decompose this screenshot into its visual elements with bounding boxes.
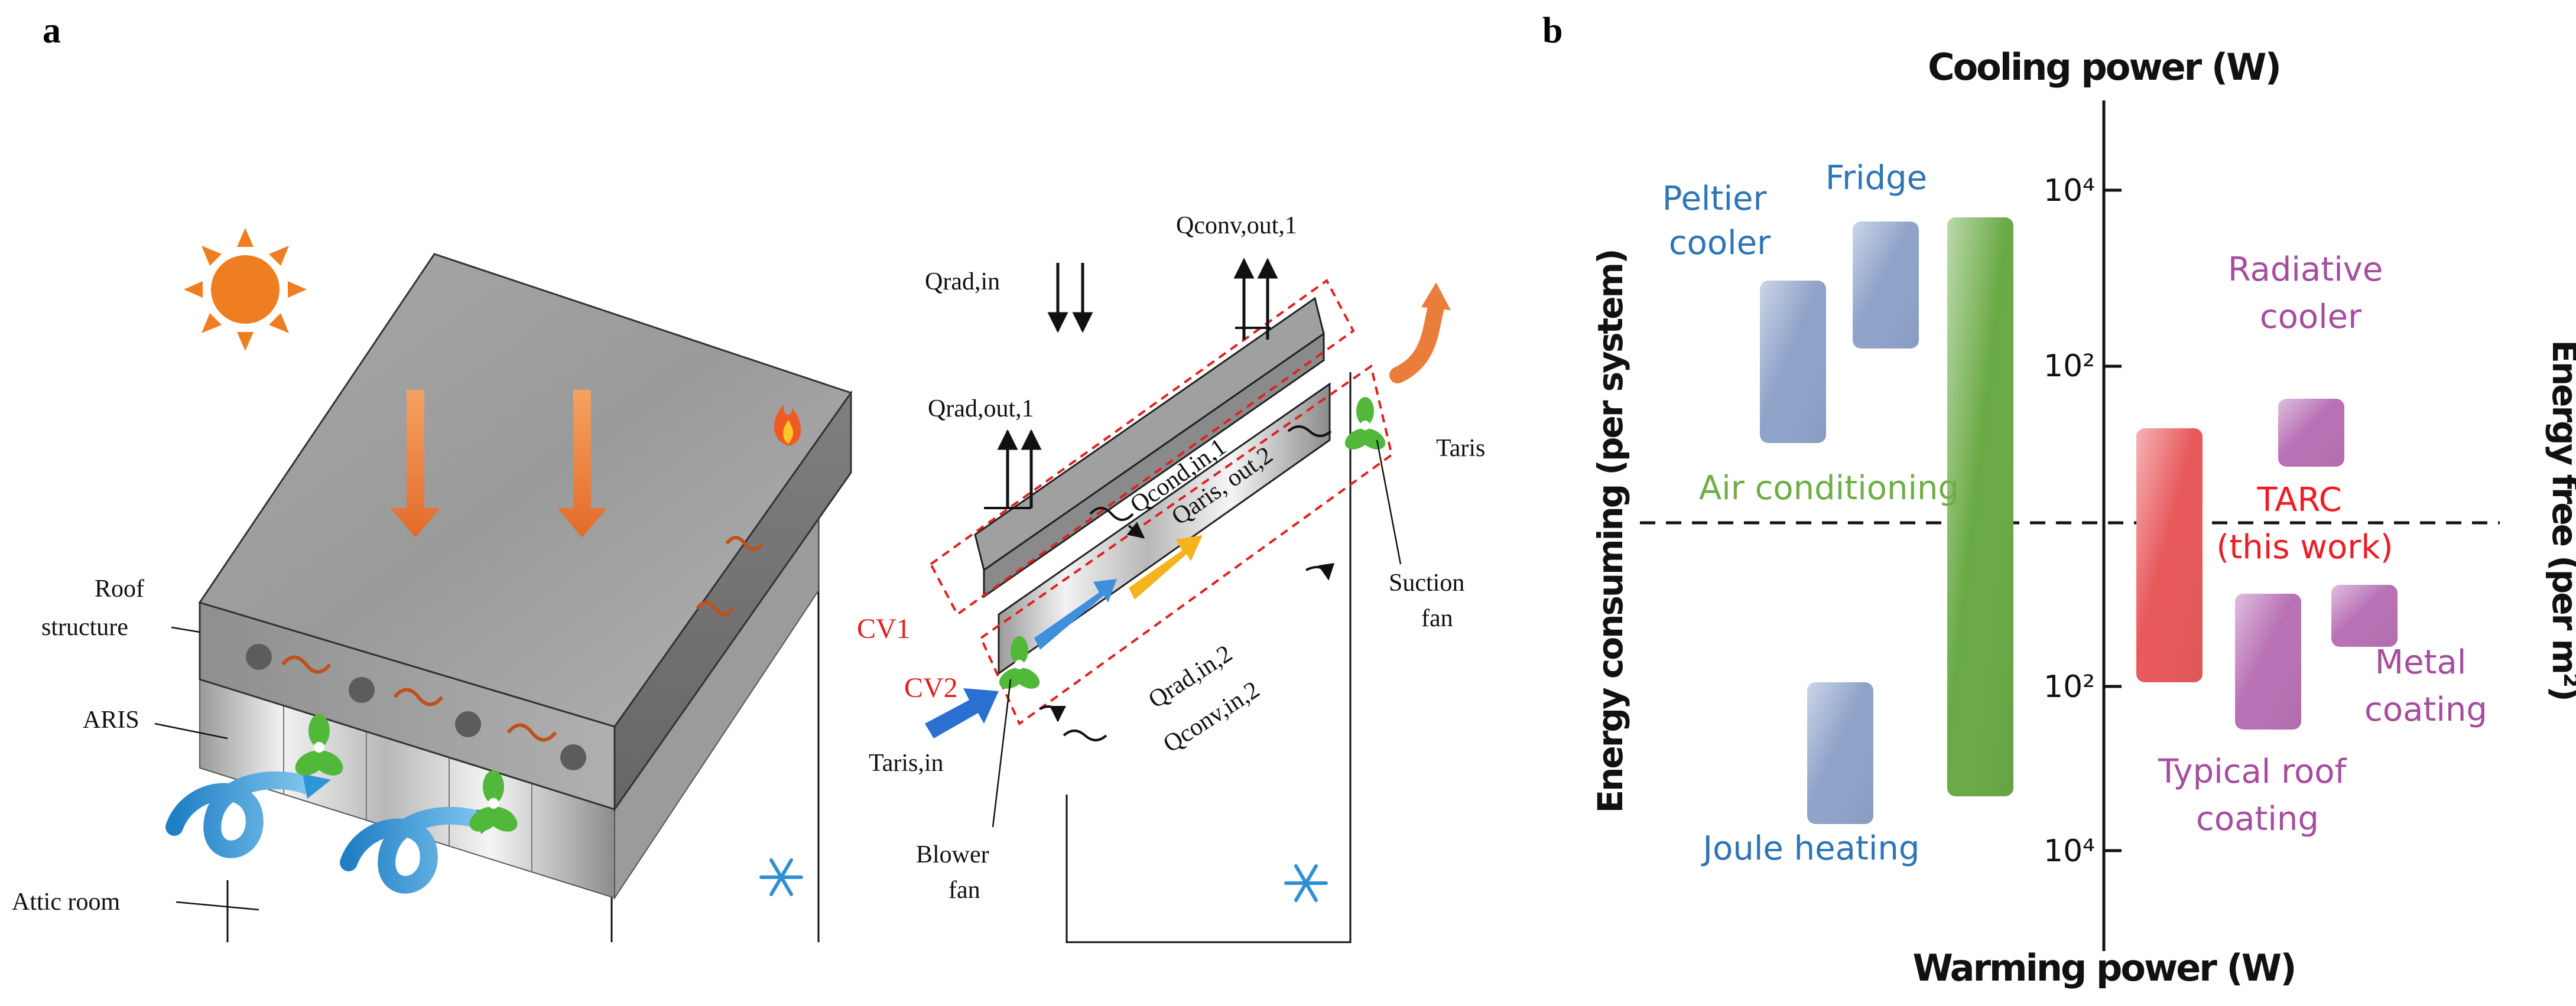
left-axis-title: Energy consuming (per system) <box>1590 250 1630 813</box>
qrad-out-1-label: Qrad,out,1 <box>928 395 1034 422</box>
aris-schematic: Qrad,in Qconv,out,1 Qrad,out,1 Qcond,in,… <box>746 212 1485 943</box>
exhaust-arrow <box>1389 299 1444 383</box>
qconv-out-1-label: Qconv,out,1 <box>1176 212 1297 239</box>
heat-wave-icons <box>281 536 764 742</box>
roof-slab <box>198 253 853 812</box>
tick-upper-1e4: 10⁴ <box>2044 173 2095 209</box>
attic-room-label: Attic room <box>12 888 120 916</box>
bottom-axis-title: Warming power (W) <box>1912 946 2295 989</box>
cv1-label: CV1 <box>857 613 911 644</box>
cv2-box <box>979 364 1393 726</box>
panel-b-label: b <box>1542 11 1563 51</box>
top-axis-title: Cooling power (W) <box>1928 45 2280 89</box>
range-bars <box>1760 217 2398 824</box>
tick-lower-1e4: 10⁴ <box>2044 834 2095 869</box>
label-fridge: Fridge <box>1825 159 1927 197</box>
label-radiative-cooler: Radiative cooler <box>2228 250 2393 336</box>
inlet-arrow <box>925 688 999 738</box>
sun-icon <box>184 228 307 351</box>
snowflake-icon <box>759 858 803 896</box>
right-axis-title: Energy free (per m²) <box>2545 340 2576 700</box>
blower-fan-label: Blower fan <box>916 841 995 904</box>
flame-icon <box>774 405 801 446</box>
label-tarc: TARC (this work) <box>2216 481 2393 567</box>
tick-lower-1e2: 10² <box>2044 669 2095 705</box>
snowflake-icon-2 <box>1284 864 1328 902</box>
aris-label: ARIS <box>83 707 139 734</box>
panel-b: b 10⁴ 10² 10² 10⁴ Cooling power (W) Warm… <box>1542 11 2576 989</box>
tick-upper-1e2: 10² <box>2044 349 2095 384</box>
airflow-swirls <box>165 771 490 894</box>
panel-a-label: a <box>43 11 61 51</box>
label-typical-roof: Typical roof coating <box>2158 753 2357 838</box>
cv1-box <box>929 279 1355 616</box>
label-air-conditioning: Air conditioning <box>1699 469 1959 507</box>
blower-fan-icon <box>999 636 1040 689</box>
air-flow-arrows <box>1034 535 1203 650</box>
label-joule-heating: Joule heating <box>1701 829 1920 868</box>
panel-a: a <box>12 11 853 942</box>
fan-icons <box>295 714 518 832</box>
taris-label: Taris <box>1436 435 1485 462</box>
label-metal-coating: Metal coating <box>2364 643 2487 729</box>
cv2-label: CV2 <box>904 672 958 704</box>
suction-fan-icon <box>1344 397 1386 450</box>
taris-in-label: Taris,in <box>869 750 944 777</box>
roof-structure-label: Roof structure <box>41 575 151 641</box>
suction-fan-label: Suction fan <box>1389 569 1471 632</box>
solar-arrows <box>391 390 607 538</box>
qrad-in-label: Qrad,in <box>925 268 1000 295</box>
label-peltier: Peltier cooler <box>1662 180 1778 262</box>
